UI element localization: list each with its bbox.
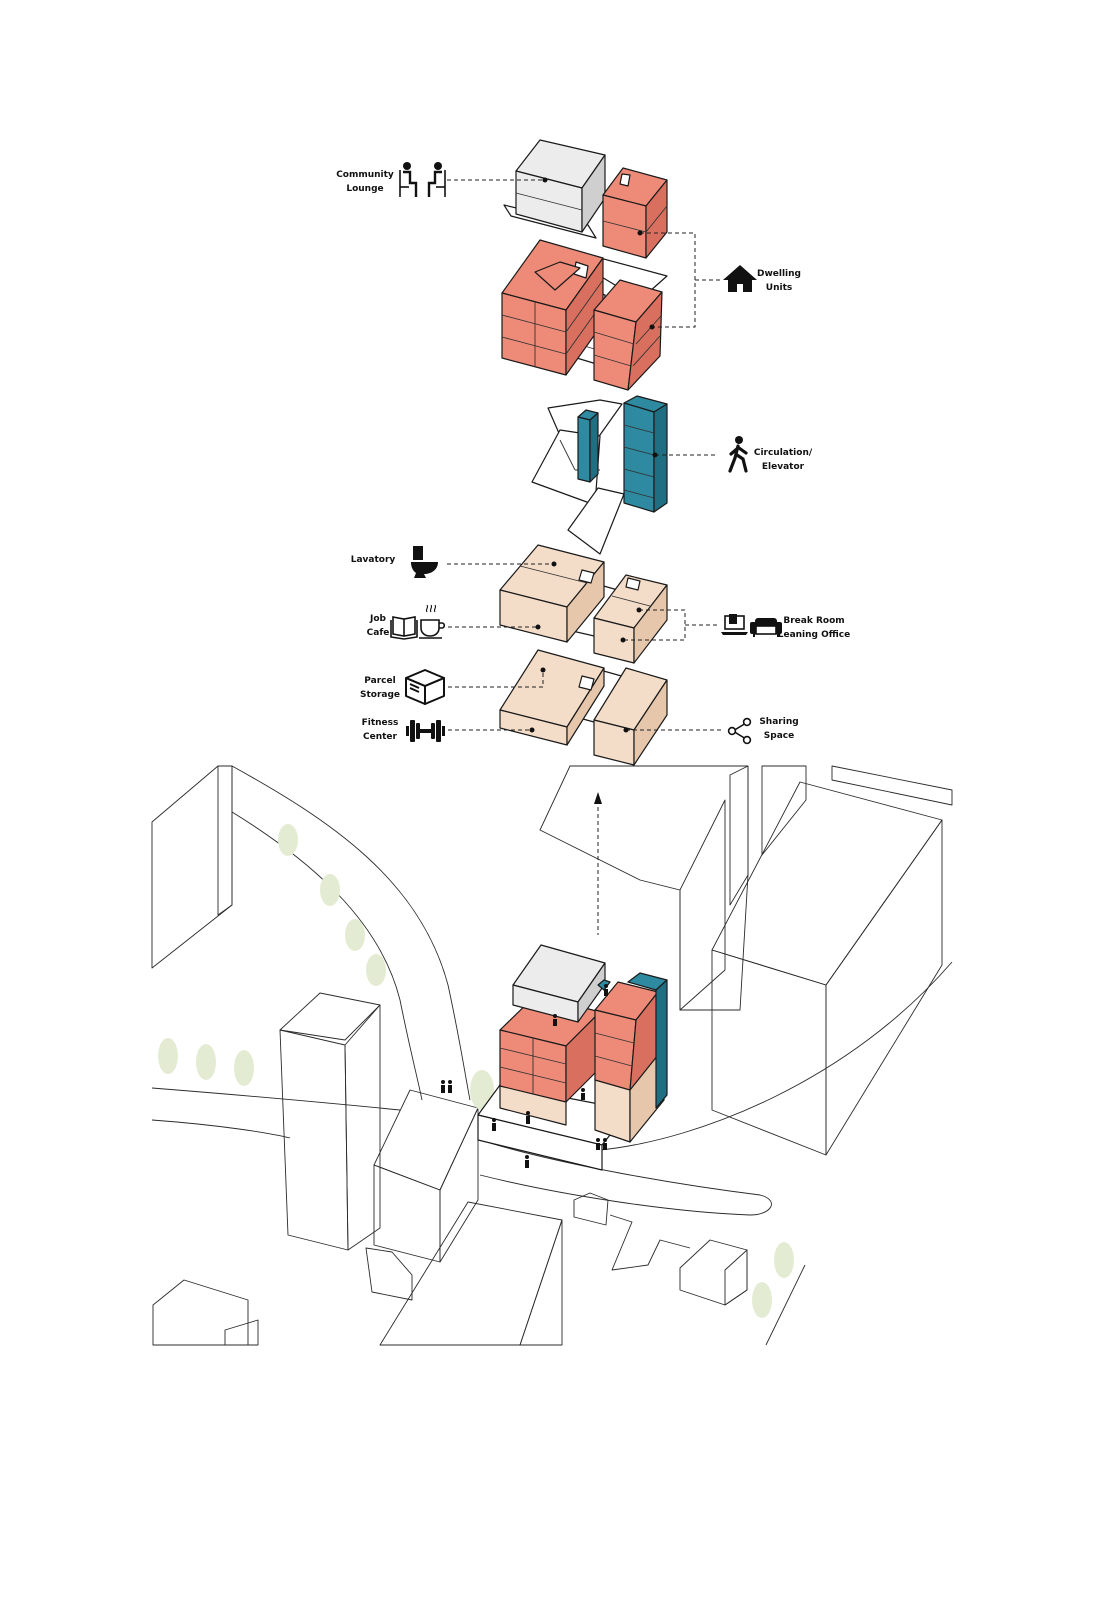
label-parcel-storage-line2: Storage [360, 690, 400, 700]
book-icon [390, 616, 418, 640]
label-fitness-center-line1: Fitness [362, 718, 399, 728]
label-lavatory: Lavatory [351, 555, 396, 565]
icons [390, 162, 782, 745]
assembled-building [441, 944, 668, 1171]
leader-lines [447, 177, 722, 733]
dumbbell-icon [406, 720, 445, 742]
amenity-ground-layer [499, 649, 668, 766]
dwelling-layer [501, 239, 668, 391]
sofa-icon [750, 618, 782, 637]
label-parcel-storage-line1: Parcel [364, 676, 395, 686]
label-dwelling-units-line2: Units [766, 283, 792, 293]
trees [158, 824, 794, 1318]
coffee-cup-icon [419, 604, 446, 639]
seated-people-icon [399, 162, 446, 197]
amenity-upper-layer [499, 544, 668, 664]
label-sharing-space-line2: Space [764, 731, 794, 741]
label-dwelling-units-line1: Dwelling [757, 269, 801, 279]
label-community-lounge-line2: Lounge [346, 184, 383, 194]
toilet-icon [411, 546, 438, 578]
label-circulation-line1: Circulation/ [754, 448, 813, 458]
lounge-layer [503, 139, 668, 259]
walking-person-icon [728, 436, 748, 473]
house-icon [723, 265, 757, 292]
label-break-room-line2: Leaning Office [778, 630, 851, 640]
label-break-room-line1: Break Room [783, 616, 844, 626]
label-job-cafe-line1: Job [369, 614, 387, 624]
label-community-lounge-line1: Community [336, 170, 394, 180]
share-icon [727, 717, 752, 745]
label-sharing-space-line1: Sharing [759, 717, 798, 727]
label-fitness-center-line2: Center [363, 732, 398, 742]
label-circulation-line2: Elevator [762, 462, 805, 472]
label-job-cafe-line2: Cafe [367, 628, 390, 638]
parcel-box-icon [405, 669, 445, 705]
circulation-layer [531, 395, 668, 555]
laptop-icon [721, 614, 748, 635]
labels: Community Lounge Dwelling Units Circulat… [336, 170, 850, 742]
